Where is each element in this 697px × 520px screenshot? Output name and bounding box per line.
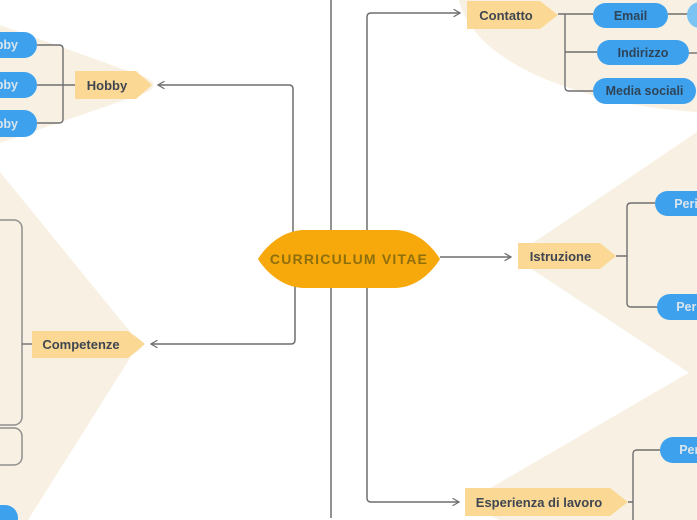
- esperienza-fan: [469, 368, 697, 520]
- connector-center-contatto: [366, 8, 462, 240]
- hobby-children-bracket: [37, 44, 75, 124]
- subtopic-node-periodo-1[interactable]: Periodo: [655, 191, 697, 216]
- istruzione-node-shape: [518, 243, 616, 269]
- subtopic-node-hobby-2[interactable]: Hobby: [0, 72, 37, 98]
- competenze-node-shape: [32, 331, 145, 358]
- connector-center-esperienza: [366, 282, 461, 507]
- connector-center-competenze: [149, 282, 296, 349]
- istruzione-children-bracket: [616, 202, 657, 308]
- topic-node-hobby[interactable]: Hobby: [86, 77, 128, 93]
- esperienza-node-shape: [465, 488, 628, 516]
- topic-node-istruzione[interactable]: Istruzione: [529, 248, 592, 264]
- subtopic-node-email[interactable]: Email: [593, 3, 668, 28]
- topic-node-esperienza-di-lavoro[interactable]: Esperienza di lavoro: [475, 494, 603, 510]
- topic-node-competenze[interactable]: Competenze: [42, 337, 120, 352]
- subtopic-node-periodo-2[interactable]: Periodo: [657, 294, 697, 320]
- topic-node-contatto[interactable]: Contatto: [479, 7, 533, 23]
- subtopic-node-hobby-3[interactable]: Hobby: [0, 110, 37, 137]
- competenze-child-box-small: [0, 427, 23, 466]
- subtopic-node-clipped-bottom-left[interactable]: [0, 505, 18, 520]
- subtopic-node-hobby-1[interactable]: Hobby: [0, 32, 37, 58]
- hobby-node-shape: [75, 71, 152, 99]
- contatto-node-shape: [467, 1, 558, 29]
- subtopic-node-clipped-right[interactable]: [687, 2, 697, 28]
- subtopic-node-periodo-3[interactable]: Periodo: [660, 437, 697, 463]
- central-node-shape: [258, 230, 440, 288]
- esperienza-children-bracket: [628, 449, 660, 520]
- competenze-child-box-large: [0, 219, 23, 426]
- subtopic-node-indirizzo[interactable]: Indirizzo: [597, 40, 689, 65]
- central-node-curriculum-vitae[interactable]: CURRICULUM VITAE: [269, 251, 429, 267]
- subtopic-node-media-sociali[interactable]: Media sociali: [593, 78, 696, 104]
- contatto-children-bracket: [558, 13, 597, 92]
- connector-center-hobby: [156, 80, 294, 240]
